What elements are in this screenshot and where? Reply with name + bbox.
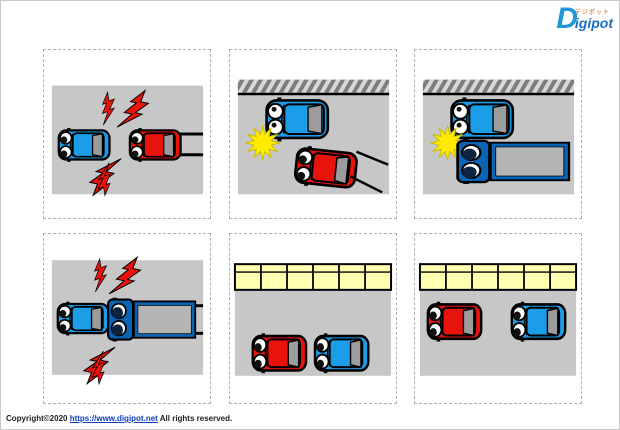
red-car-icon <box>251 331 308 375</box>
blue-car-icon <box>57 126 111 163</box>
red-car-icon <box>128 126 182 163</box>
blue-car-icon <box>56 300 110 337</box>
blue-truck-icon <box>107 296 197 343</box>
panel-two-cars-spaced <box>414 233 582 404</box>
wall-hatch <box>237 79 390 93</box>
logo-wordmark: igipot <box>574 15 613 31</box>
red-car-icon <box>426 300 483 343</box>
blue-car-icon <box>313 331 370 375</box>
panel-truck-rear-ends-car <box>43 233 211 404</box>
red-car-icon <box>292 143 360 193</box>
blue-car-icon <box>510 300 567 343</box>
panel-car-hits-parked-car <box>229 49 397 219</box>
panel-truck-hits-parked-car <box>414 49 582 219</box>
speed-line <box>349 175 383 194</box>
speed-line <box>356 150 389 166</box>
logo-katakana: デジポット <box>574 10 610 16</box>
copyright-notice: Copyright©2020 https://www.digipot.net A… <box>6 414 232 423</box>
blue-truck-icon <box>456 137 571 186</box>
copyright-prefix: Copyright©2020 <box>6 414 70 423</box>
panel-rear-end-collision-cars <box>43 49 211 219</box>
digipot-logo: D デジポット igipot <box>556 4 613 34</box>
logo-letter-d: D <box>556 2 578 35</box>
copyright-suffix: All rights reserved. <box>157 414 233 423</box>
panel-two-cars-close <box>229 233 397 404</box>
site-link[interactable]: https://www.digipot.net <box>69 414 158 423</box>
wall-hatch <box>422 79 575 93</box>
